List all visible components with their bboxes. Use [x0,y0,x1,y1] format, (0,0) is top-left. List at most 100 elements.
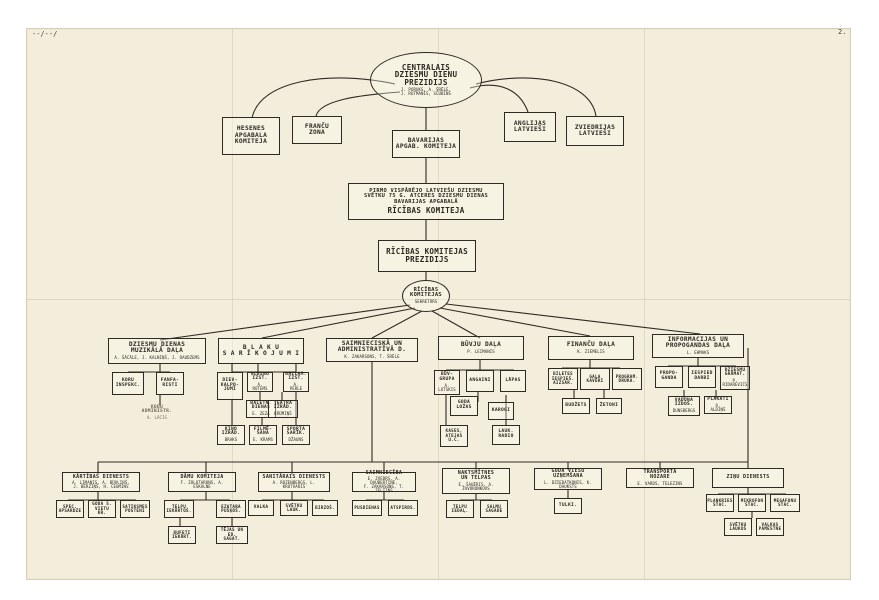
dept-music[interactable]: DZIESMU DIENAS MUZIKĀLĀ DAĻA A. ŠĀCĀLE, … [108,338,206,364]
news-service-node[interactable]: ZIŅU DIENESTS [712,468,784,488]
dept-info-title: INFORMACIJAS UN PROPOGANDAS DAĻA [665,335,731,350]
cinema-label: KINO IZRĀD. [221,426,241,437]
ladies-committee-title: DĀMU KOMITEJA [180,473,224,480]
buffets-label: BUFETI IEKĀRT. [172,529,192,539]
field-radio-node[interactable]: LAUK. RADIO [492,425,520,445]
festival-field-node[interactable]: SVĒTKU LAUK. [280,500,308,516]
budget-node[interactable]: BUDŽETS [562,398,590,414]
refreshments-node[interactable]: ATSPIRDS. [388,500,418,516]
connector [159,304,411,341]
connector [371,310,423,339]
dept-side-events-title: B L A K U S A R Ī K O J U M I [222,343,300,357]
painting-exhibit-label: GLEZNU IZST. [250,371,270,382]
program-print-node[interactable]: PROGRAM. DRUKA. [612,368,642,390]
action-presidium-node[interactable]: RĪCĪBAS KOMITEJAS PREZIDIJS [378,240,476,272]
room-allocation-node[interactable]: TELPU IEDAĻ. [446,500,474,518]
gala-node[interactable]: GALA KAVĒRI [580,368,610,390]
straw-supply-node[interactable]: SALMU SAGADE [480,500,508,518]
valka-node[interactable]: VALKA [248,500,274,516]
connector [261,307,416,339]
special-guard-node[interactable]: SPEC. APSARDZE [56,500,84,518]
filming-label: FILMĒ- ŠANA [253,426,273,437]
household-title: SAIMNIECĪBA [365,469,403,476]
paper-fold [232,29,233,579]
birzos-node[interactable]: BIRZOŠ. [312,500,338,516]
room-setup-node[interactable]: TELPU IEKĀRTOŠ. [164,500,194,518]
cashiers-label: KASES, ATEJAS U.C. [445,428,463,443]
honor-seats-node[interactable]: GODA S. VIETU KR. [88,500,116,518]
lunch-node[interactable]: PUSDIENAS [352,500,382,516]
news-service-title: ZIŅU DIENESTS [726,474,770,481]
bavaria-committee-label: BAVARIJAS APGAB. KOMITEJA [395,136,457,150]
theatre-sub: KRŪMIŅŠ [274,411,292,417]
music-fanfare-node[interactable]: FANFA- RISTI [156,372,184,395]
sweden-latvians-node[interactable]: ZVIEDRIJAS LATVIEŠI [566,116,624,146]
theatre-node[interactable]: TEĀTRA IZRĀD.KRŪMIŅŠ [268,400,298,418]
traffic-posts-node[interactable]: SATIKSMES POSTENI [120,500,150,518]
angaini-node[interactable]: ANGAINI [466,370,494,392]
church-services-node[interactable]: DIEV- KALPO- JUMI [217,372,243,400]
megaphone-node[interactable]: MEGAFONU STAC. [770,494,800,512]
secretariat-sub: SEKRETĀRS [414,299,438,305]
festival-fields-node[interactable]: SVĒTKU LAUKOS [724,518,752,536]
interpreters-node[interactable]: TULKI. [554,498,582,514]
music-code-node[interactable]: KODU ADMINISTR. A. LĀCIS [134,402,180,424]
plankries-node[interactable]: PLANKRIES STAC. [706,494,734,512]
microphone-label: MIKROFON STAC. [740,497,764,507]
build-group-label: BŪV- GRUPA [439,372,455,382]
printing-node[interactable]: IESPIED DARBI [688,366,716,388]
buffets-node[interactable]: BUFETI IEKĀRT. [168,526,196,544]
guide-node[interactable]: VADOŅA IZDOŠ.DUNSBERGS [668,396,700,416]
action-committee-node[interactable]: PIRMO VISPĀRĒJO LATVIEŠU DZIESMU SVĒTKU … [348,183,504,220]
painting-exhibit-sub: A. ROTEMS [252,382,268,392]
painting-exhibit-node[interactable]: GLEZNU IZST.A. ROTEMS [247,372,273,392]
interpreters-label: TULKI. [558,502,578,508]
tickets-node[interactable]: BIĻETES IESPIEŠ. AIZSAR. [548,368,578,390]
dept-construction[interactable]: BŪVJU DAĻA P. LEIMANIS [438,336,524,360]
tokens-node[interactable]: ŽETONI [596,398,622,414]
tokens-label: ŽETONI [599,402,619,408]
french-zone-node[interactable]: FRANČU ZONA [292,116,342,144]
sports-node[interactable]: SPORTA SARĪK.DŽAUNS [282,425,310,445]
guests-title: GODA VIESU UZŅEMŠANA [551,468,585,480]
secretariat-node[interactable]: RĪCĪBAS KOMITEJAS SEKRETĀRS [402,280,450,312]
dept-finance[interactable]: FINANČU DAĻA K. ZIEMELIS [548,336,634,360]
england-latvians-node[interactable]: ANGLIJAS LATVIEŠI [504,112,556,142]
bavaria-committee-node[interactable]: BAVARIJAS APGAB. KOMITEJA [392,130,460,158]
cinema-node[interactable]: KINO IZRĀD.BRAKS [217,425,245,445]
dept-construction-title: BŪVJU DAĻA [460,341,502,349]
decoration-node[interactable]: EZATARA PUŠĶOŠ. [216,500,246,518]
lunch-label: PUSDIENAS [354,504,380,510]
cashiers-node[interactable]: KASES, ATEJAS U.C. [440,425,468,447]
arts-exhibit-node[interactable]: DAIĻAM. IZST.A. PERLE [283,372,309,392]
dept-info[interactable]: INFORMACIJAS UN PROPOGANDAS DAĻA L. EHMA… [652,334,744,358]
hesse-committee-node[interactable]: HESENES APGABALA KOMITEJA [222,117,280,155]
propaganda-node[interactable]: PROPO- GANDA [655,366,683,388]
torches-node[interactable]: LĀPAS [500,370,526,392]
sanitary-service-title: SANITĀRAIS DIENESTS [262,473,326,480]
music-choir-node[interactable]: KORU INSPEKC. [112,372,144,395]
valka-station-node[interactable]: VALKAS PAMESTNE [756,518,784,536]
dept-finance-title: FINANČU DAĻA [566,341,616,349]
room-allocation-label: TELPU IEDAĻ. [451,503,469,513]
connector [439,307,591,337]
dept-side-events[interactable]: B L A K U S A R Ī K O J U M I [218,338,304,364]
central-presidium-node[interactable]: CENTRALAIS DZIESMU DIENU PREZIDIJS J. PO… [370,52,482,108]
honor-boxes-node[interactable]: GODA LOŽAS [450,396,478,416]
printing-label: IESPIED DARBI [691,371,713,381]
songbooks-node[interactable]: DZIESMU GRĀMAT.P. RIDAREVIČS [720,366,750,390]
microphone-node[interactable]: MIKROFON STAC. [738,494,766,512]
tea-meals-node[interactable]: TĒJAS UN ED. SAGAT. [216,526,248,544]
dept-admin[interactable]: SAIMNIECISKĀ UN ADMINISTRATĪVĀ D. K. ZAK… [326,338,418,362]
flags-node[interactable]: KAROGI [488,402,514,420]
